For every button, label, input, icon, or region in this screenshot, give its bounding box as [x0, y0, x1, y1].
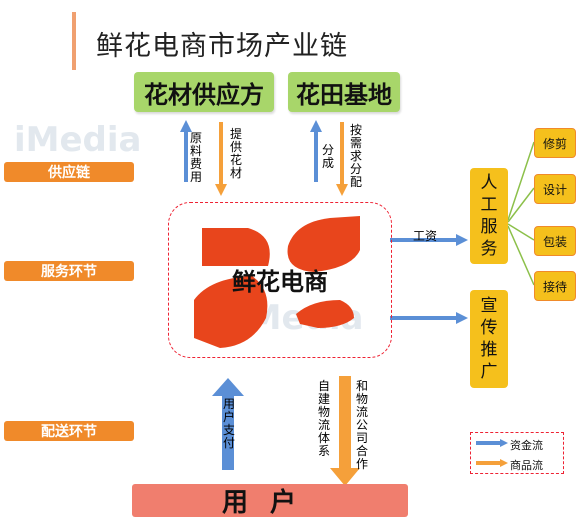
promotion-label: 宣传推广 [480, 296, 498, 382]
supplier-farm: 花田基地 [288, 72, 400, 112]
label-logistics-partner: 和物流公司合作 [356, 379, 369, 471]
money-arrow-raw-cost [180, 120, 192, 182]
petal-top-right [287, 216, 360, 272]
branch-line-wrap [507, 223, 535, 241]
user-bar: 用户 [132, 484, 408, 518]
petal-bottom-right [296, 300, 354, 328]
branch-line-reception [507, 225, 535, 286]
label-provide-flowers: 提供花材 [230, 127, 243, 180]
branch-line-trim [507, 141, 535, 221]
legend-money-label: 资金流 [510, 439, 543, 452]
goods-arrow-provide-flowers [215, 122, 227, 196]
core-frame [168, 202, 392, 358]
service-design: 设计 [534, 174, 576, 204]
stage-delivery: 配送环节 [4, 421, 134, 441]
service-wrap: 包装 [534, 226, 576, 256]
goods-arrow-delivery [330, 376, 360, 486]
promotion-box: 宣传推广 [470, 290, 508, 388]
label-self-logistics: 自建物流体系 [318, 379, 331, 458]
label-user-payment: 用户支付 [222, 397, 235, 450]
stage-service: 服务环节 [4, 261, 134, 281]
petal-bottom-left [194, 276, 268, 348]
title-accent-bar [72, 12, 76, 70]
stage-supply: 供应链 [4, 162, 134, 182]
label-wage: 工资 [413, 229, 438, 243]
goods-arrow-on-demand [336, 122, 348, 196]
service-trim: 修剪 [534, 128, 576, 158]
money-arrow-share [310, 120, 322, 182]
money-arrow-promotion [390, 312, 468, 324]
label-raw-cost: 原料费用 [190, 131, 203, 184]
money-arrow-wage [390, 234, 468, 246]
supplier-materials: 花材供应方 [134, 72, 274, 112]
money-arrow-user-payment [212, 378, 244, 470]
service-reception: 接待 [534, 271, 576, 301]
legend-money-arrow [476, 439, 508, 447]
watermark: iMedia [14, 120, 142, 160]
page-title: 鲜花电商市场产业链 [96, 31, 348, 62]
legend-goods-label: 商品流 [510, 459, 543, 472]
labor-service-label: 人工服务 [480, 173, 498, 259]
label-on-demand: 按需求分配 [350, 123, 363, 189]
legend [470, 432, 564, 474]
label-share: 分成 [322, 143, 335, 170]
legend-goods-arrow [476, 459, 508, 467]
branch-line-design [507, 187, 535, 223]
labor-service-box: 人工服务 [470, 168, 508, 264]
core-label: 鲜花电商 [232, 268, 328, 296]
petal-top-left [202, 228, 270, 266]
